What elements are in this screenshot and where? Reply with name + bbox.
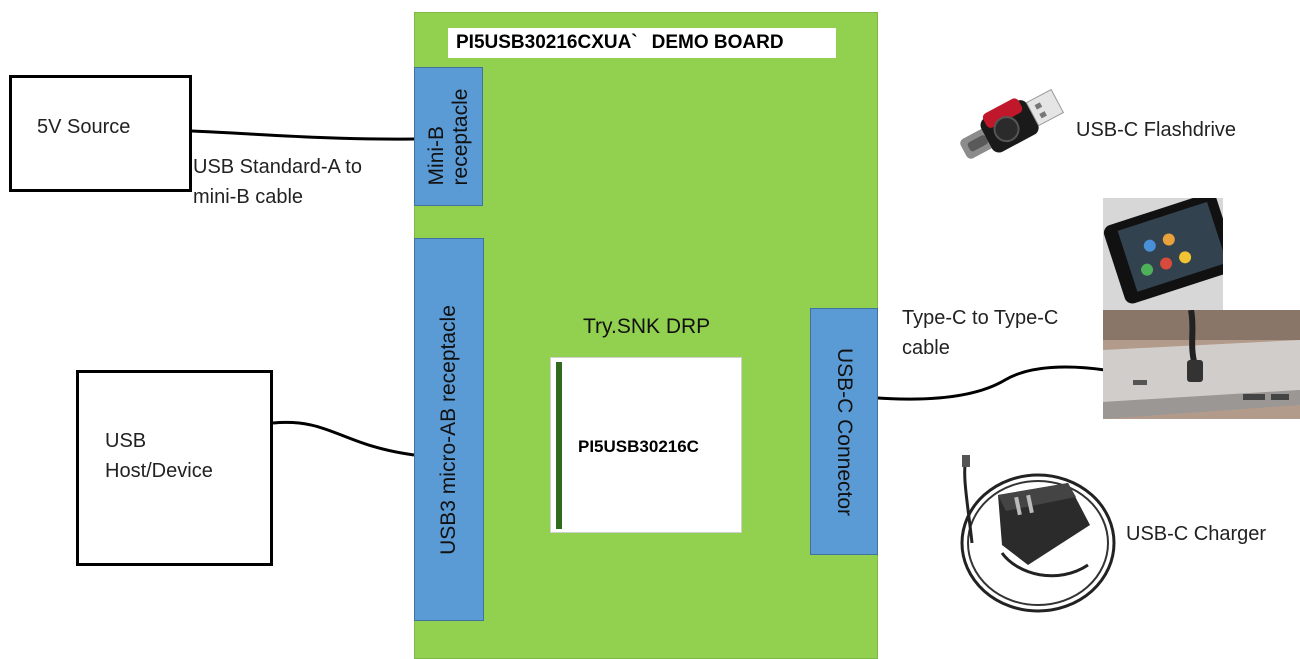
host-label-line2: Host/Device bbox=[105, 460, 213, 482]
demo-board bbox=[414, 12, 878, 659]
board-title-suffix: DEMO BOARD bbox=[651, 32, 784, 53]
typec-cable-label-line2: cable bbox=[902, 337, 950, 359]
minib-receptacle-label: Mini-B receptacle bbox=[424, 88, 472, 185]
flashdrive-label: USB-C Flashdrive bbox=[1076, 119, 1237, 141]
board-title-part: PI5USB30216CXUA` bbox=[456, 32, 638, 53]
board-title: PI5USB30216CXUA` DEMO BOARD bbox=[448, 28, 836, 58]
usbc-connector-label: USB-C Connector bbox=[833, 347, 856, 516]
minib-cable-label-line2: mini-B cable bbox=[193, 186, 304, 208]
host-box: USB Host/Device bbox=[76, 370, 273, 566]
usb-flashdrive-icon bbox=[960, 88, 1065, 159]
usbc-connector: USB-C Connector bbox=[810, 308, 878, 555]
charger-label: USB-C Charger bbox=[1126, 523, 1267, 545]
source-box: 5V Source bbox=[9, 75, 192, 192]
wire-usbc-to-laptop bbox=[877, 365, 1106, 401]
microab-receptacle-label: USB3 micro-AB receptacle bbox=[436, 304, 460, 555]
wire-source-to-minib bbox=[191, 129, 415, 141]
chip bbox=[550, 357, 742, 533]
laptop-icon bbox=[1103, 310, 1300, 419]
microab-receptacle: USB3 micro-AB receptacle bbox=[414, 238, 484, 621]
mode-label: Try.SNK DRP bbox=[583, 315, 711, 338]
wire-host-to-microab bbox=[272, 420, 415, 457]
typec-cable-label-line1: Type-C to Type-C bbox=[902, 307, 1059, 329]
source-label: 5V Source bbox=[37, 116, 131, 138]
chip-edge bbox=[556, 362, 562, 529]
minib-receptacle: Mini-B receptacle bbox=[414, 67, 483, 206]
chip-label: PI5USB30216C bbox=[578, 437, 699, 456]
minib-cable-label-line1: USB Standard-A to bbox=[193, 156, 362, 178]
usb-charger-icon bbox=[960, 455, 1116, 613]
smartphone-icon bbox=[1103, 198, 1223, 310]
host-label-line1: USB bbox=[105, 430, 147, 452]
